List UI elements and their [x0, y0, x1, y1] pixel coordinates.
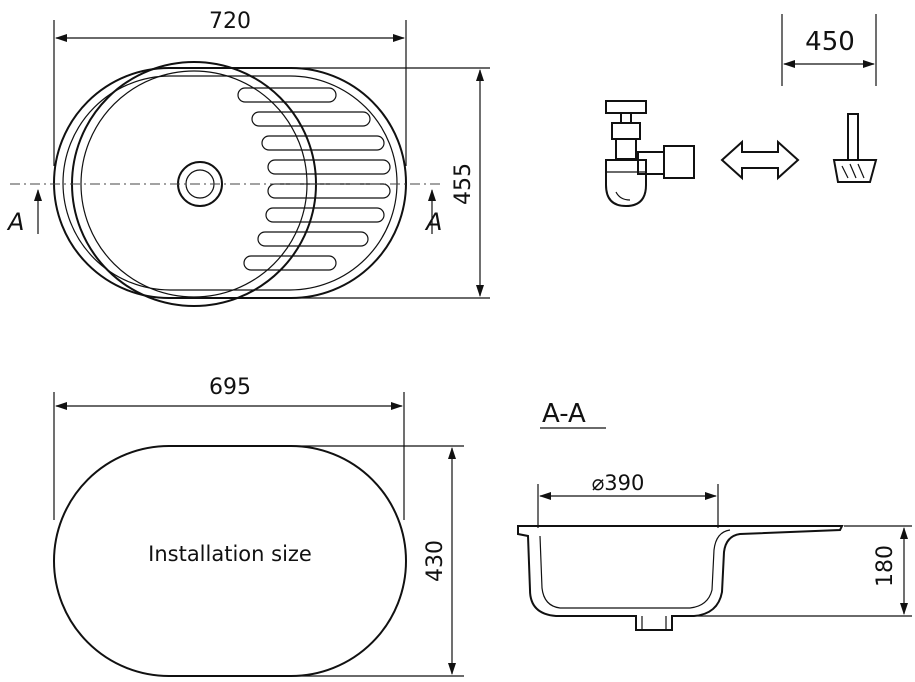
sink-outline: [53, 67, 407, 299]
connector-icon: [832, 113, 878, 183]
section-marker-right: A: [424, 208, 442, 236]
section-view: A-A ⌀390 180: [517, 399, 912, 631]
rib: [251, 111, 371, 127]
sink-profile-inner: [539, 529, 731, 609]
sink-inner-outline: [62, 75, 398, 291]
install-height-label: 430: [423, 540, 448, 582]
top-height-label: 455: [451, 163, 476, 205]
siphon-detail: 450: [605, 14, 878, 208]
rib: [261, 135, 385, 151]
bowl-diameter-label: ⌀390: [592, 471, 645, 495]
rib: [265, 207, 385, 223]
drainboard-ribs: [237, 87, 391, 271]
rib: [237, 87, 337, 103]
section-title: A-A: [542, 399, 586, 429]
sink-profile-outer: [517, 525, 844, 631]
siphon-icon: [605, 100, 695, 208]
rib: [267, 159, 391, 175]
rib: [243, 255, 337, 271]
rib: [257, 231, 369, 247]
top-view: A A 720 455: [6, 9, 490, 307]
exchange-arrow-icon: [720, 139, 800, 181]
install-caption: Installation size: [148, 542, 312, 566]
install-width-label: 695: [209, 375, 251, 400]
section-marker-left: A: [6, 208, 24, 236]
top-width-label: 720: [209, 9, 251, 34]
rib: [267, 183, 391, 199]
cabinet-depth-label: 450: [805, 27, 855, 57]
section-depth-label: 180: [873, 545, 898, 587]
install-view: Installation size 695 430: [53, 375, 464, 677]
